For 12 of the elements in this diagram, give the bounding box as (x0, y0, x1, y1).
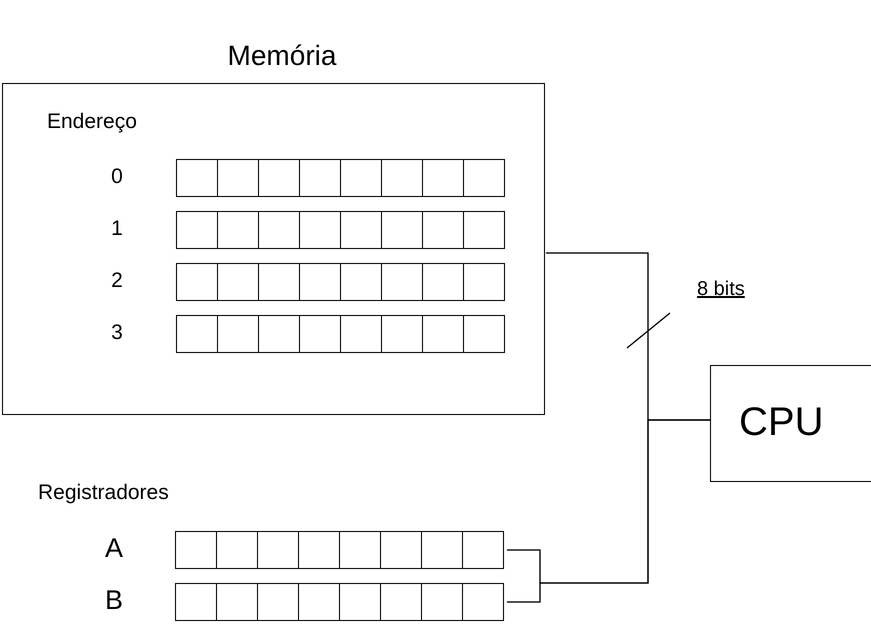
address-number: 0 (110, 165, 124, 189)
address-number: 3 (110, 321, 124, 345)
address-number: 2 (110, 269, 124, 293)
register-name: A (104, 533, 124, 564)
memory-title: Memória (226, 40, 338, 72)
address-number: 1 (110, 217, 124, 241)
cpu-label: CPU (739, 400, 824, 445)
registers-heading: Registradores (38, 481, 169, 505)
cpu-box (710, 365, 871, 482)
address-heading: Endereço (47, 110, 137, 134)
edge-label: 8 bits (697, 278, 745, 301)
register-name: B (104, 585, 124, 616)
